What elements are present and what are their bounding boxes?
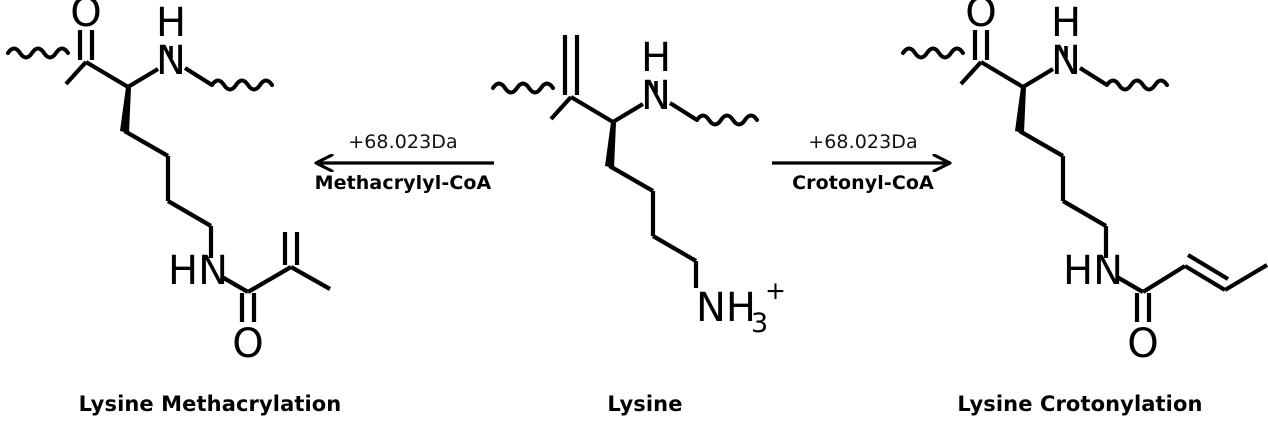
arrow-line-crotonyl [768,152,958,174]
bond-alkene-double-inner [1186,253,1230,281]
bond-n-to-wavy-right [668,101,699,122]
caption-lysine-crotonylation: Lysine Crotonylation [957,392,1203,416]
bond-cb-cg [608,164,655,193]
structure-lysine-crotonylation: O N H HN O [901,0,1268,367]
atom-label-side-chain-hn: HN [168,248,228,294]
bond-wavy-to-carbonyl [959,60,983,86]
atom-label-amide-o: O [232,321,263,367]
bond-n-to-wavy-right [1078,66,1109,87]
wavy-bond-right-icon [695,113,759,127]
atom-label-terminal-sub: 3 [751,308,768,339]
atom-label-side-chain-hn: HN [1063,248,1123,294]
arrow-left-icon [314,154,494,172]
bond-amide-n-to-c [220,275,250,294]
arrow-top-label-methacrylyl: +68.023Da [348,131,458,153]
arrow-bottom-label-crotonyl: Crotonyl-CoA [792,172,934,194]
bond-alkene-double-main [1183,264,1227,292]
bond-amide-n-to-c [1115,275,1145,294]
arrow-right-icon [772,154,952,172]
atom-label-backbone-h: H [156,0,186,46]
bond-c-to-alpha [569,95,615,124]
arrow-block-methacrylyl: +68.023Da Methacrylyl-CoA [308,133,498,193]
arrow-line-methacrylyl [308,152,498,174]
atom-label-backbone-n: N [641,73,671,119]
bond-cb-cg [1018,129,1065,158]
atom-label-terminal-nh: NH [696,285,756,331]
stereo-wedge-bond [605,122,616,168]
stereo-wedge-bond [120,87,131,133]
caption-lysine-methacrylation: Lysine Methacrylation [78,392,342,416]
stereo-wedge-bond [1015,87,1026,133]
atom-label-carbonyl-o: O [70,0,101,36]
wavy-bond-left-icon [6,46,70,60]
bond-wavy-to-carbonyl [64,60,88,86]
bond-wavy-to-c [549,95,573,121]
wavy-bond-left-icon [901,46,965,60]
atom-label-backbone-h: H [641,35,671,81]
caption-lysine: Lysine [607,392,683,416]
bond-alpha-to-n [611,102,645,124]
bond-alpha-methyl [289,265,332,291]
bond-alpha-to-n [1021,67,1055,89]
bond-amide-c-to-vinyl [246,265,293,294]
structure-lysine: N H NH 3 + [491,35,786,339]
wavy-bond-right-icon [1105,78,1169,92]
wavy-bond-left-icon [491,81,555,95]
bond-amide-c-to-alkene-a [1141,264,1187,294]
bond-carbonyl-to-alpha [979,60,1025,89]
wavy-bond-right-icon [210,78,274,92]
bond-cd-ce [166,199,213,228]
bond-carbonyl-to-alpha [84,60,130,89]
arrow-top-label-crotonyl: +68.023Da [808,131,918,153]
bond-terminal-methyl [1223,263,1268,292]
arrow-block-crotonyl: +68.023Da Crotonyl-CoA [768,133,958,193]
atom-label-backbone-h: H [1051,0,1081,46]
bond-n-to-wavy-right [183,66,214,87]
atom-label-terminal-charge: + [765,276,786,305]
atom-label-backbone-n: N [1051,38,1081,84]
atom-label-carbonyl-o: O [965,0,996,36]
structure-lysine-methacrylation: O N H HN O [6,0,332,367]
bond-cd-ce [1061,199,1108,228]
bond-alpha-to-n [126,67,160,89]
bond-cd-ce [651,234,698,263]
atom-label-backbone-n: N [156,38,186,84]
arrow-bottom-label-methacrylyl: Methacrylyl-CoA [314,172,492,194]
atom-label-amide-o: O [1127,321,1158,367]
bond-cb-cg [123,129,170,158]
